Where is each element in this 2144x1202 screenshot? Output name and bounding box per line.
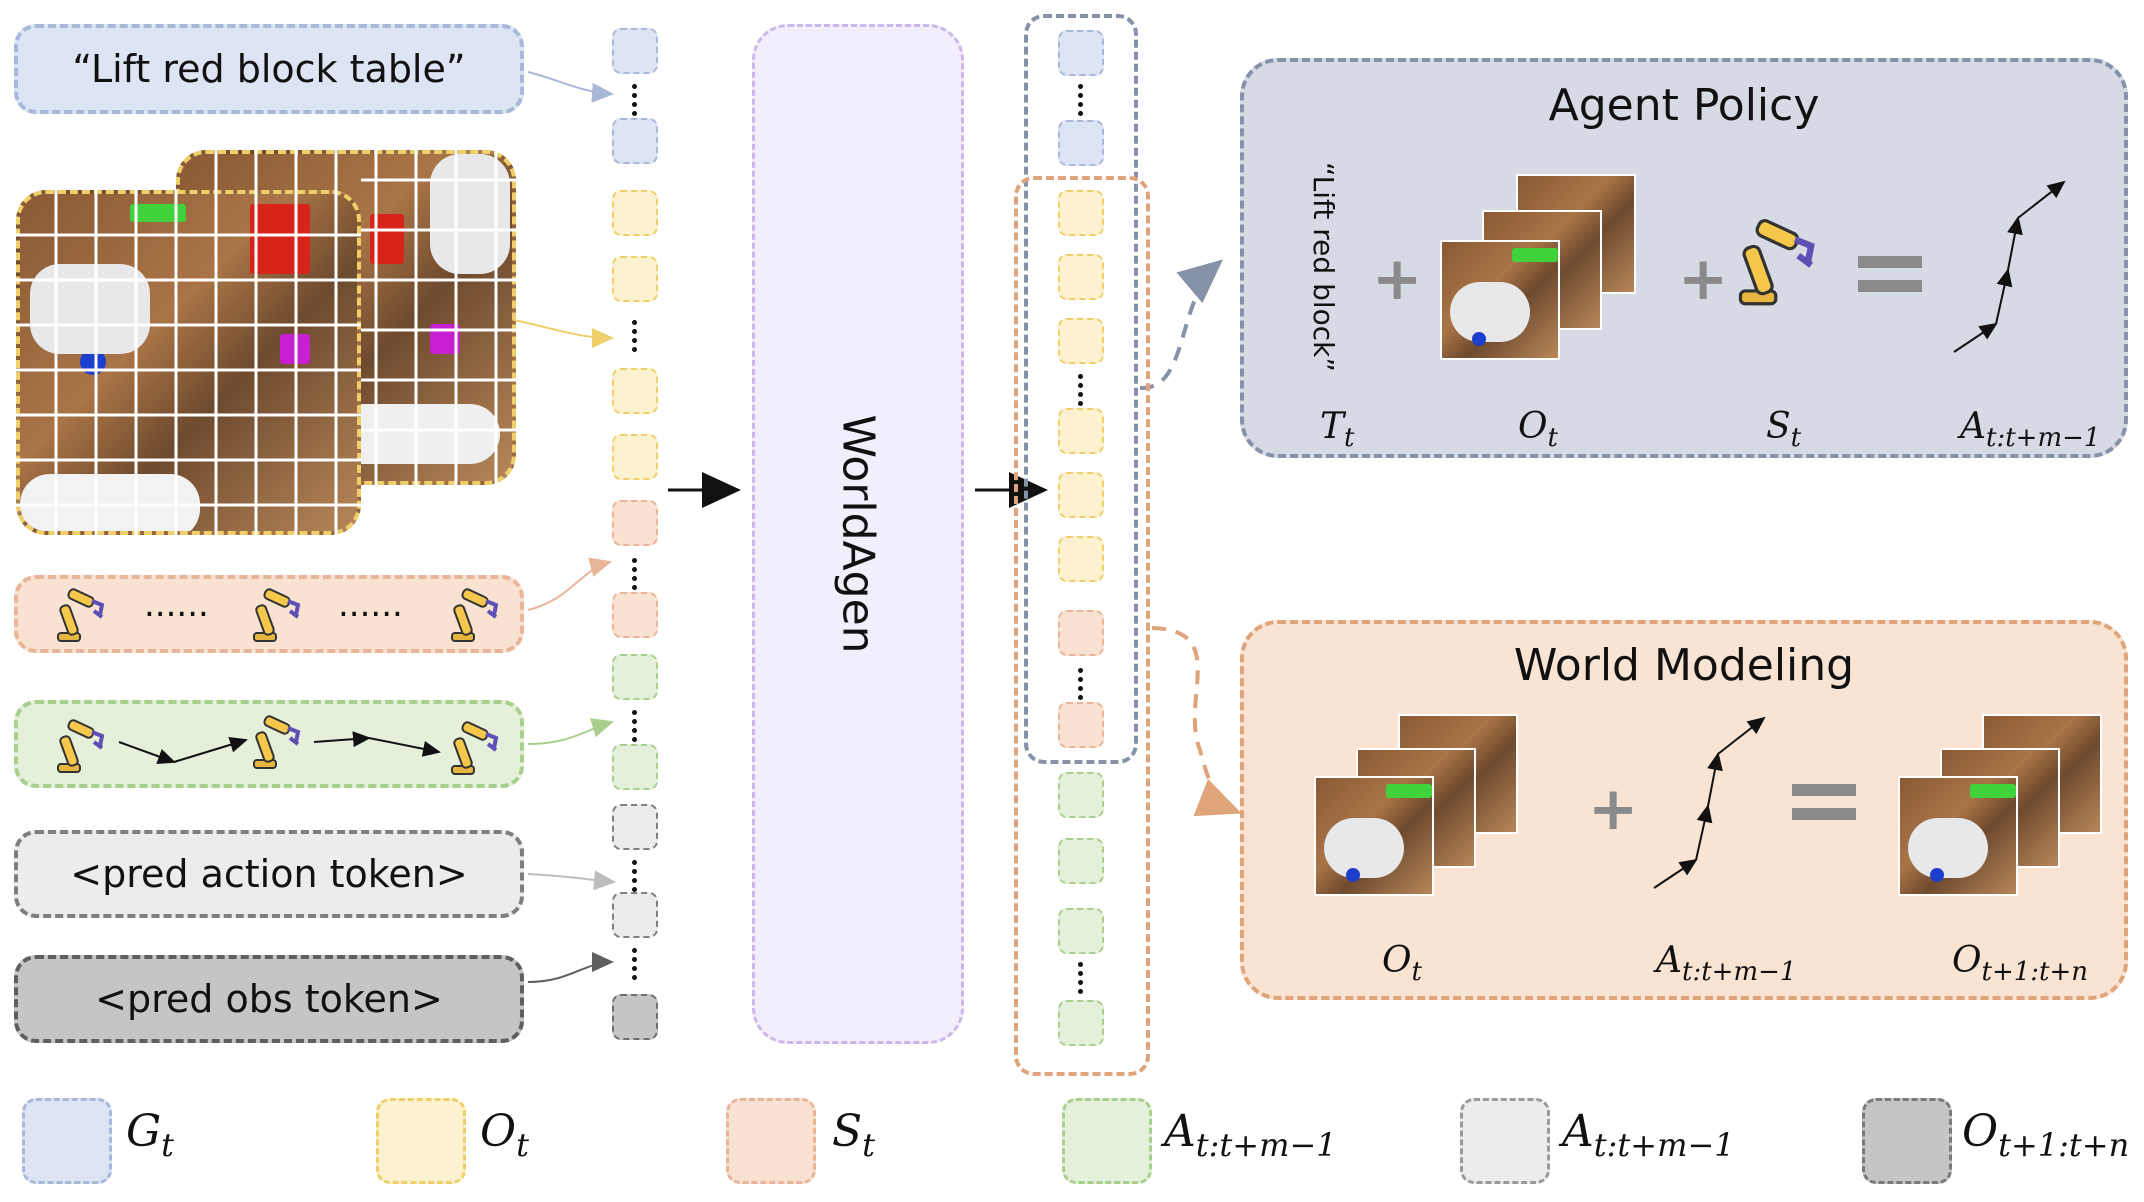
token-goal xyxy=(1058,120,1104,166)
label-A: At:t+m−1 xyxy=(1960,406,2101,454)
token-observation xyxy=(1058,318,1104,364)
robot-arm-icon xyxy=(253,588,301,642)
pred-action-token-text: <pred action token> xyxy=(70,852,468,896)
token-observation xyxy=(1058,472,1104,518)
legend-swatch-observation xyxy=(376,1098,466,1184)
robot-arm-icon xyxy=(57,719,105,773)
token-goal xyxy=(1058,30,1104,76)
ellipsis xyxy=(632,710,638,746)
token-observation xyxy=(612,190,658,236)
patch-grid xyxy=(16,150,516,535)
token-goal xyxy=(612,118,658,164)
legend-label-state: St xyxy=(832,1106,876,1164)
agent-policy-panel: Agent Policy “Lift red block” + + xyxy=(1240,58,2128,458)
world-modeling-title: World Modeling xyxy=(1513,640,1855,691)
token-observation xyxy=(1058,190,1104,236)
robot-arm-icon xyxy=(57,588,105,642)
input-token-column xyxy=(612,28,662,1058)
token-observation xyxy=(612,256,658,302)
legend-label-observation: Ot xyxy=(480,1106,529,1164)
token-action xyxy=(612,744,658,790)
legend-swatch-pred-obs xyxy=(1862,1098,1952,1184)
token-observation xyxy=(612,368,658,414)
ellipsis xyxy=(632,860,638,896)
token-action xyxy=(612,654,658,700)
token-observation xyxy=(1058,408,1104,454)
label-O-next: Ot+1:t+n xyxy=(1952,940,2089,988)
observation-frame xyxy=(1314,776,1434,896)
ellipsis xyxy=(1078,668,1084,704)
label-O: Ot xyxy=(1518,406,1558,454)
robot-arm-icon xyxy=(451,588,499,642)
observation-frames xyxy=(16,150,516,535)
token-state xyxy=(1058,610,1104,656)
plus-icon: + xyxy=(1678,244,1729,314)
label-A: At:t+m−1 xyxy=(1656,940,1797,988)
token-action xyxy=(1058,1000,1104,1046)
label-O: Ot xyxy=(1382,940,1422,988)
token-goal xyxy=(612,28,658,74)
action-trajectory xyxy=(1653,716,1766,889)
instruction-box: “Lift red block table” xyxy=(14,24,524,114)
ellipsis xyxy=(632,558,638,594)
token-state xyxy=(612,592,658,638)
token-pred-action xyxy=(612,804,658,850)
ellipsis xyxy=(632,948,638,984)
token-action xyxy=(1058,838,1104,884)
robot-arm-icon xyxy=(451,721,499,775)
legend-swatch-action xyxy=(1062,1098,1152,1184)
token-action xyxy=(1058,772,1104,818)
token-pred-action xyxy=(612,892,658,938)
predicted-frame xyxy=(1898,776,2018,896)
legend-label-pred-obs: Ot+1:t+n xyxy=(1962,1106,2130,1164)
token-observation xyxy=(1058,254,1104,300)
world-modeling-panel: World Modeling + xyxy=(1240,620,2128,1000)
token-state xyxy=(1058,702,1104,748)
action-box xyxy=(14,700,524,788)
legend-label-goal: Gt xyxy=(126,1106,175,1164)
pred-obs-token-box: <pred obs token> xyxy=(14,955,524,1043)
label-S: St xyxy=(1766,406,1802,454)
equals-icon xyxy=(1792,784,1856,824)
plus-icon: + xyxy=(1588,774,1639,844)
legend: Gt Ot St At:t+m−1 At:t+m−1 Ot+1:t+n xyxy=(0,1092,2144,1192)
policy-token-group xyxy=(1024,14,1138,764)
output-token-column xyxy=(1058,30,1108,1060)
token-observation xyxy=(612,434,658,480)
robot-arm-icon xyxy=(253,715,301,769)
label-T: Tt xyxy=(1320,406,1355,454)
equals-icon xyxy=(1858,256,1922,296)
legend-swatch-pred-action xyxy=(1460,1098,1550,1184)
pred-obs-token-text: <pred obs token> xyxy=(95,977,443,1021)
state-dots-2: ...... xyxy=(338,585,403,625)
legend-label-pred-action: At:t+m−1 xyxy=(1562,1106,1735,1164)
model-block: WorldAgen xyxy=(752,24,964,1044)
legend-label-action: At:t+m−1 xyxy=(1164,1106,1337,1164)
token-observation xyxy=(1058,536,1104,582)
observation-frame xyxy=(1440,240,1560,360)
model-name: WorldAgen xyxy=(832,414,884,654)
token-state xyxy=(612,500,658,546)
token-pred-obs xyxy=(612,994,658,1040)
agent-policy-title: Agent Policy xyxy=(1548,80,1820,131)
state-box: ...... ...... xyxy=(14,575,524,653)
ellipsis xyxy=(1078,374,1084,410)
action-trajectory xyxy=(118,731,441,765)
policy-instruction-vertical: “Lift red block” xyxy=(1307,162,1340,372)
state-dots-1: ...... xyxy=(144,585,209,625)
ellipsis xyxy=(632,320,638,356)
ellipsis xyxy=(1078,84,1084,120)
token-action xyxy=(1058,908,1104,954)
instruction-text: “Lift red block table” xyxy=(72,47,466,91)
legend-swatch-state xyxy=(726,1098,816,1184)
action-trajectory xyxy=(1953,180,2066,353)
ellipsis xyxy=(632,84,638,120)
world-model-token-group xyxy=(1014,176,1150,1076)
plus-icon: + xyxy=(1372,244,1423,314)
legend-swatch-goal xyxy=(22,1098,112,1184)
pred-action-token-box: <pred action token> xyxy=(14,830,524,918)
robot-arm-icon xyxy=(1738,219,1815,306)
ellipsis xyxy=(1078,962,1084,998)
